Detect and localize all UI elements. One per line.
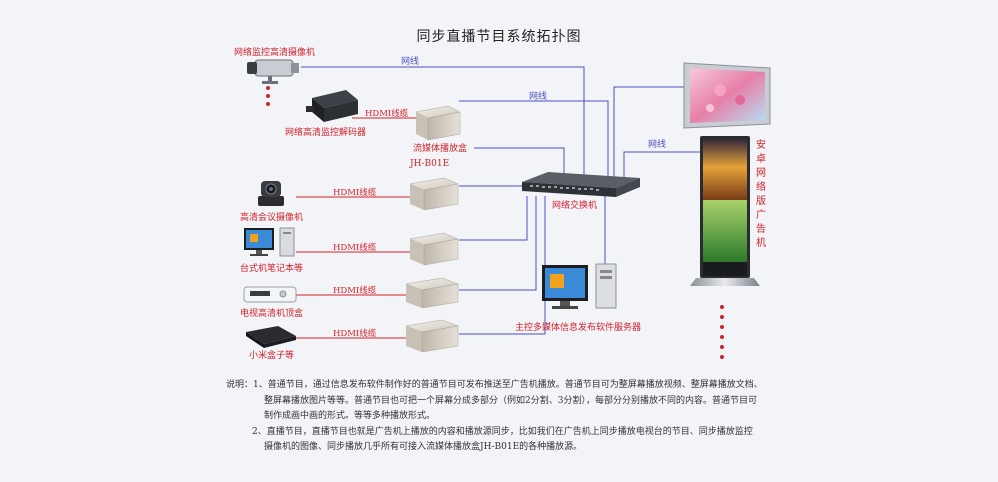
- page-title: 同步直播节目系统拓扑图: [417, 28, 582, 45]
- kiosk-label-char-7: 告: [756, 222, 766, 235]
- kiosk-label-char-8: 机: [756, 236, 766, 249]
- hdmi-lines: [296, 117, 416, 339]
- note-line-5: 摄像机的图像、同步播放几乎所有可接入流媒体播放盒JH-B01E的各种播放源。: [264, 442, 583, 452]
- streaming-box-5: [405, 319, 459, 353]
- streaming-box-3: [409, 232, 459, 266]
- hdmi-label-2: HDMI线缆: [333, 187, 377, 198]
- hdmi-label-5: HDMI线缆: [333, 328, 377, 339]
- wall-display-icon: [683, 62, 771, 129]
- set-top-box-icon: [243, 286, 297, 303]
- streaming-box-model: JH-B01E: [409, 159, 449, 169]
- streaming-box-label: 流媒体播放盒: [413, 142, 467, 154]
- decoder-icon: [306, 90, 358, 122]
- kiosk-label-char-5: 版: [756, 194, 766, 207]
- note-prefix: 说明：: [226, 380, 254, 390]
- desktop-computer-icon: [244, 227, 295, 257]
- decoder-label: 网络高清监控解码器: [285, 126, 366, 138]
- note-line-2: 整屏幕播放图片等等。普通节目也可把一个屏幕分成多部分（例如2分割、3分割），每部…: [264, 395, 757, 406]
- network-lines: [301, 66, 700, 335]
- network-camera-icon: [247, 59, 299, 84]
- net-label-3: 网线: [648, 138, 666, 150]
- switch-label: 网络交换机: [552, 199, 597, 211]
- hdmi-label-3: HDMI线缆: [333, 242, 377, 253]
- hdmi-label-1: HDMI线缆: [365, 108, 409, 119]
- network-camera-label: 网络监控高清摄像机: [234, 46, 315, 58]
- kiosk-label-char-6: 广: [756, 209, 766, 221]
- kiosk-label-char-2: 卓: [756, 153, 766, 165]
- note-item1-line1: 1、普通节目，通过信息发布软件制作好的普通节目可发布推送至广告机播放。普通节目可…: [253, 380, 763, 390]
- net-label-1: 网线: [401, 55, 419, 67]
- kiosk-label-char-1: 安: [756, 138, 766, 151]
- note-line-3: 制作成画中画的形式。等等多种播放形式。: [264, 411, 436, 421]
- camera-dots: [266, 86, 270, 106]
- mi-box-label: 小米盒子等: [249, 349, 294, 361]
- kiosk-label: 安 卓 网 络 版 广 告 机: [756, 138, 766, 249]
- conference-camera-label: 高清会议摄像机: [240, 211, 303, 223]
- standing-kiosk-icon: [690, 136, 760, 286]
- kiosk-dots: [720, 305, 724, 359]
- hdmi-label-4: HDMI线缆: [333, 285, 377, 296]
- note-line-4: 2、直播节目，直播节目也就是广告机上播放的内容和播放源同步，比如我们在广告机上同…: [252, 426, 753, 437]
- mi-box-icon: [246, 326, 296, 348]
- streaming-box-4: [405, 277, 459, 309]
- streaming-box-1: [415, 105, 461, 141]
- net-label-2: 网线: [529, 90, 547, 102]
- conference-camera-icon: [258, 181, 284, 206]
- kiosk-label-char-3: 网: [756, 167, 766, 179]
- description-notes: 说明：1、普通节目，通过信息发布软件制作好的普通节目可发布推送至广告机播放。普通…: [226, 378, 786, 456]
- set-top-box-label: 电视高清机顶盒: [240, 307, 303, 319]
- desktop-label: 台式机笔记本等: [240, 262, 303, 274]
- streaming-box-2: [409, 177, 459, 211]
- kiosk-label-char-4: 络: [756, 180, 766, 193]
- server-label: 主控多媒体信息发布软件服务器: [515, 321, 641, 333]
- note-line-1: 说明：1、普通节目，通过信息发布软件制作好的普通节目可发布推送至广告机播放。普通…: [226, 378, 786, 394]
- network-switch-icon: [522, 172, 640, 197]
- server-computer-icon: [542, 263, 617, 309]
